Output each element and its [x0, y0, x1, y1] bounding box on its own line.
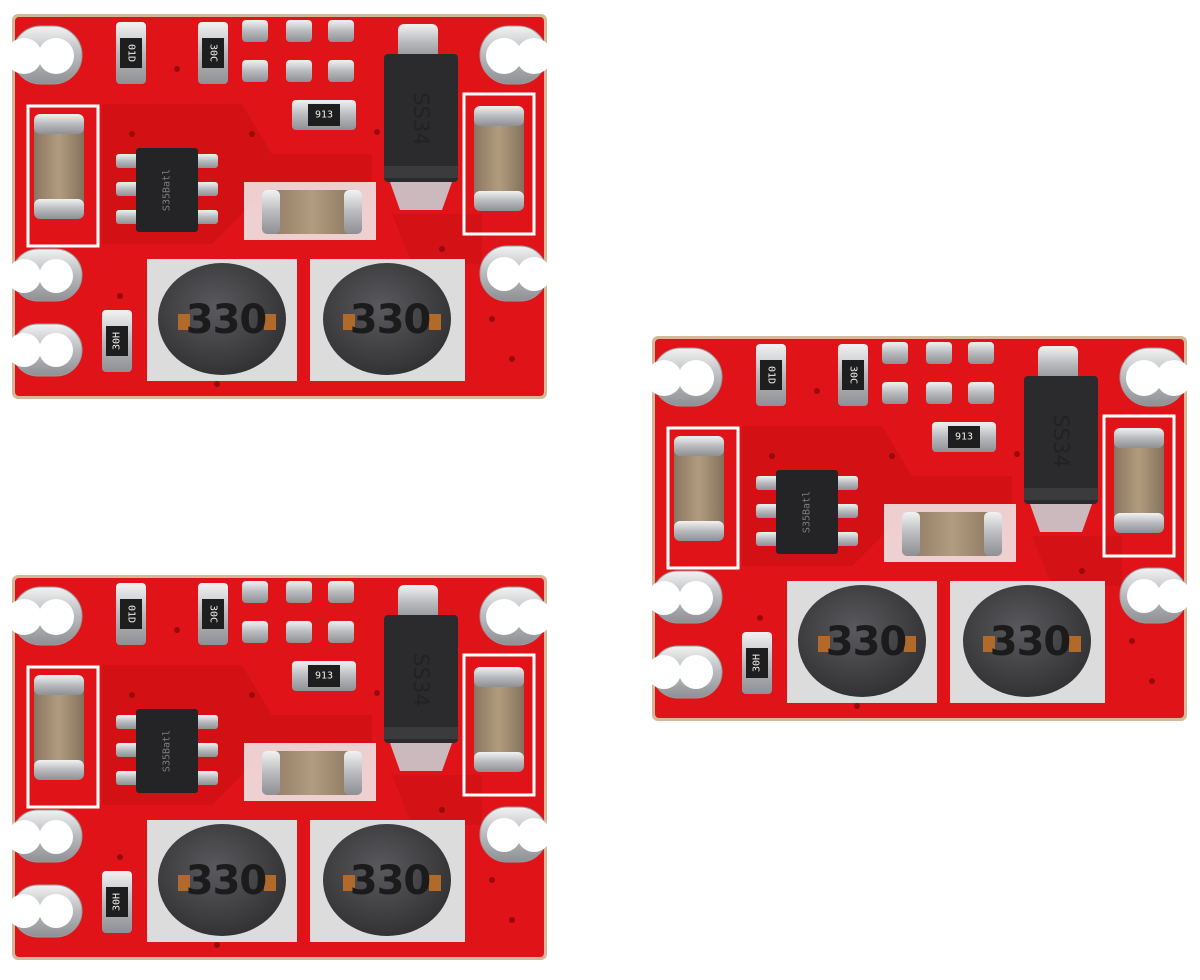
inductor-1: [158, 824, 286, 936]
diode: [384, 615, 458, 743]
diode-label: SS34: [1049, 414, 1073, 468]
diode-label: SS34: [409, 92, 433, 146]
resistor-1-label: 01D: [125, 604, 137, 624]
inductor-1-label: 330: [825, 619, 907, 665]
ic-label: S35Batl: [801, 490, 813, 534]
capacitor-left: [674, 436, 724, 541]
ic-label: S35Batl: [161, 729, 173, 773]
resistor-4-label: 30H: [111, 331, 123, 351]
capacitor-middle: [902, 512, 1002, 556]
resistor-2-label: 30C: [847, 365, 859, 385]
resistor-2-label: 30C: [207, 604, 219, 624]
inductor-1: [798, 585, 926, 697]
pcb-board-bottom-left: 330 330 SS34 S35Batl 01D 30C 913 30H: [12, 575, 547, 960]
inductor-1-label: 330: [185, 297, 267, 343]
diode: [1024, 376, 1098, 504]
capacitor-middle: [262, 190, 362, 234]
capacitor-right: [474, 667, 524, 772]
pcb-drawing: [652, 336, 1187, 721]
inductor-1: [158, 263, 286, 375]
pcb-board-top-left: 330 330 SS34 S35Batl 01D 30C 913 30H: [12, 14, 547, 399]
capacitor-middle: [262, 751, 362, 795]
resistor-1-label: 01D: [125, 43, 137, 63]
capacitor-right: [1114, 428, 1164, 533]
inductor-2-label: 330: [349, 297, 431, 343]
pcb-drawing: [12, 575, 547, 960]
inductor-2: [323, 263, 451, 375]
resistor-4-label: 30H: [751, 653, 763, 673]
resistor-2-label: 30C: [207, 43, 219, 63]
resistor-3-label: 913: [314, 109, 334, 121]
resistor-3-label: 913: [314, 670, 334, 682]
inductor-1-label: 330: [185, 858, 267, 904]
resistor-3-label: 913: [954, 431, 974, 443]
resistor-1-label: 01D: [765, 365, 777, 385]
inductor-2-label: 330: [989, 619, 1071, 665]
ic-label: S35Batl: [161, 168, 173, 212]
inductor-2: [323, 824, 451, 936]
ic-chip: [136, 709, 198, 793]
capacitor-left: [34, 114, 84, 219]
ic-chip: [776, 470, 838, 554]
pcb-board-right: 330 330 SS34 S35Batl 01D 30C 913 30H: [652, 336, 1187, 721]
diode: [384, 54, 458, 182]
inductor-2: [963, 585, 1091, 697]
ic-chip: [136, 148, 198, 232]
resistor-4-label: 30H: [111, 892, 123, 912]
inductor-2-label: 330: [349, 858, 431, 904]
diode-label: SS34: [409, 653, 433, 707]
pcb-drawing: [12, 14, 547, 399]
capacitor-right: [474, 106, 524, 211]
capacitor-left: [34, 675, 84, 780]
